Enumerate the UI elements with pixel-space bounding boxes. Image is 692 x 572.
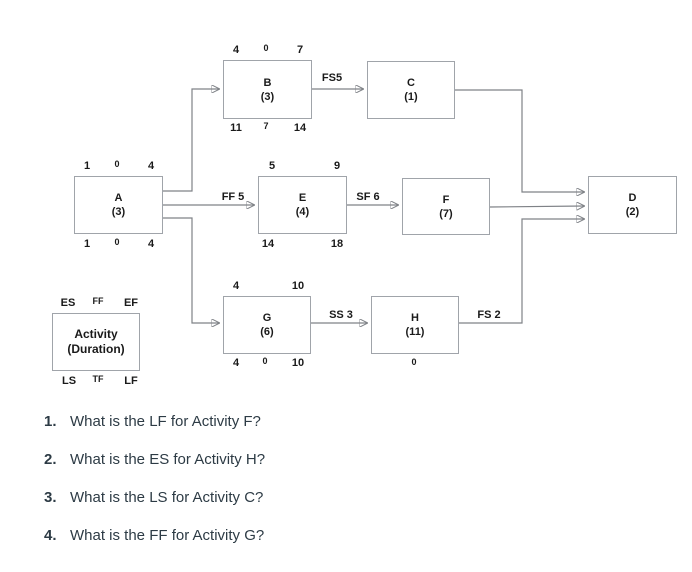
edge-label-e-f: SF 6 bbox=[356, 191, 380, 203]
legend-activity-label: Activity bbox=[74, 327, 118, 341]
activity-c-name: C bbox=[407, 77, 415, 89]
a-ff-value: 0 bbox=[114, 159, 120, 169]
question-4: 4. What is the FF for Activity G? bbox=[44, 527, 544, 544]
question-1-number: 1. bbox=[44, 413, 57, 430]
activity-h-name: H bbox=[411, 312, 419, 324]
activity-d-duration: (2) bbox=[625, 206, 640, 218]
activity-box-h: H (11) bbox=[371, 296, 459, 354]
a-es-value: 1 bbox=[83, 160, 91, 172]
edge-label-g-h: SS 3 bbox=[329, 309, 353, 321]
legend-duration-label: (Duration) bbox=[67, 342, 125, 356]
legend-ls-label: LS bbox=[61, 375, 77, 387]
g-lf-value: 10 bbox=[291, 357, 305, 369]
g-tf-value: 0 bbox=[262, 356, 268, 366]
activity-box-g: G (6) bbox=[223, 296, 311, 354]
e-es-value: 5 bbox=[268, 160, 276, 172]
activity-box-f: F (7) bbox=[402, 178, 490, 235]
activity-box-c: C (1) bbox=[367, 61, 455, 119]
question-3-number: 3. bbox=[44, 489, 57, 506]
e-lf-value: 18 bbox=[330, 238, 344, 250]
e-ef-value: 9 bbox=[333, 160, 341, 172]
h-tf-value: 0 bbox=[411, 357, 417, 367]
edge-c-to-d bbox=[455, 89, 584, 192]
edge-f-to-d bbox=[489, 206, 584, 207]
activity-box-d: D (2) bbox=[588, 176, 677, 234]
legend-ff-label: FF bbox=[92, 296, 104, 306]
activity-e-name: E bbox=[298, 192, 307, 204]
b-lf-value: 14 bbox=[293, 122, 307, 134]
question-4-text: What is the FF for Activity G? bbox=[70, 527, 265, 544]
question-2-text: What is the ES for Activity H? bbox=[70, 451, 266, 468]
activity-box-a: A (3) bbox=[74, 176, 163, 234]
edge-a-to-b bbox=[163, 89, 219, 192]
activity-f-duration: (7) bbox=[439, 207, 453, 220]
b-es-value: 4 bbox=[232, 44, 240, 56]
activity-c-duration: (1) bbox=[404, 91, 418, 103]
edge-a-to-g bbox=[163, 217, 219, 323]
a-ef-value: 4 bbox=[147, 160, 155, 172]
g-es-value: 4 bbox=[232, 280, 240, 292]
g-ls-value: 4 bbox=[232, 357, 240, 369]
b-ls-value: 11 bbox=[230, 122, 242, 134]
g-ef-value: 10 bbox=[291, 280, 305, 292]
activity-box-b: B (3) bbox=[223, 60, 312, 119]
question-2-number: 2. bbox=[44, 451, 57, 468]
activity-f-name: F bbox=[442, 193, 450, 206]
activity-box-e: E (4) bbox=[258, 176, 347, 234]
a-ls-value: 1 bbox=[83, 238, 91, 250]
activity-b-name: B bbox=[263, 76, 272, 89]
legend-lf-label: LF bbox=[124, 375, 138, 387]
edge-label-a-e: FF 5 bbox=[221, 191, 245, 203]
edge-h-to-d bbox=[459, 219, 584, 324]
legend-ef-label: EF bbox=[123, 297, 139, 309]
legend-box: Activity (Duration) bbox=[52, 313, 140, 371]
question-3-text: What is the LS for Activity C? bbox=[70, 489, 264, 506]
question-1-text: What is the LF for Activity F? bbox=[70, 413, 261, 430]
activity-a-name: A bbox=[114, 192, 123, 204]
question-1: 1. What is the LF for Activity F? bbox=[44, 413, 544, 430]
b-tf-value: 7 bbox=[263, 121, 269, 131]
b-ef-value: 7 bbox=[296, 44, 304, 56]
edge-label-h-d: FS 2 bbox=[477, 309, 501, 321]
edge-label-b-c: FS5 bbox=[321, 72, 343, 84]
question-2: 2. What is the ES for Activity H? bbox=[44, 451, 544, 468]
activity-b-duration: (3) bbox=[260, 90, 275, 103]
b-ff-value: 0 bbox=[263, 43, 269, 53]
legend-tf-label: TF bbox=[92, 374, 104, 384]
question-3: 3. What is the LS for Activity C? bbox=[44, 489, 544, 506]
a-lf-value: 4 bbox=[147, 238, 155, 250]
question-4-number: 4. bbox=[44, 527, 57, 544]
a-tf-value: 0 bbox=[114, 237, 120, 247]
activity-h-duration: (11) bbox=[405, 326, 425, 338]
activity-d-name: D bbox=[628, 192, 637, 204]
activity-a-duration: (3) bbox=[111, 206, 126, 218]
activity-e-duration: (4) bbox=[295, 206, 310, 218]
activity-g-name: G bbox=[262, 312, 272, 324]
activity-g-duration: (6) bbox=[260, 326, 274, 338]
legend-es-label: ES bbox=[60, 297, 76, 309]
e-ls-value: 14 bbox=[261, 238, 275, 250]
